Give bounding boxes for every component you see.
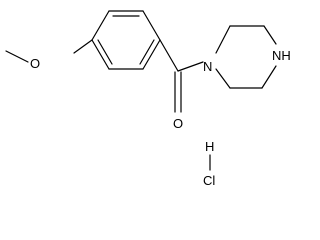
methoxy-oxygen-label: O <box>30 56 40 71</box>
benzene-ring <box>91 10 161 70</box>
ring-double-bond <box>139 39 155 65</box>
amide-nitrogen-label: N <box>203 59 212 74</box>
methoxy-group: O <box>5 39 93 71</box>
ring-bond <box>91 10 110 41</box>
piperazine-ring: N NH <box>203 25 291 89</box>
salt-hydrogen-label: H <box>205 139 214 154</box>
ring-bond <box>91 39 110 70</box>
hydrochloride-salt: H Cl <box>203 139 215 188</box>
ring-to-oxygen-bond <box>73 39 93 54</box>
ring-bond <box>142 10 161 41</box>
amine-nitrogen-label: NH <box>272 48 291 63</box>
carbonyl-group: O <box>159 39 204 131</box>
ring-to-carbonyl-bond <box>159 39 179 72</box>
salt-chlorine-label: Cl <box>203 173 215 188</box>
ring-bond <box>215 68 231 89</box>
carbonyl-to-nitrogen-bond <box>177 61 204 72</box>
ring-bond <box>261 65 277 89</box>
carbonyl-oxygen-label: O <box>173 116 183 131</box>
chemical-structure: O O N NH H Cl <box>5 10 291 188</box>
ring-bond <box>142 39 161 70</box>
oxygen-to-methyl-bond <box>5 50 29 63</box>
ring-double-bond <box>97 39 113 65</box>
ring-bond <box>263 25 277 45</box>
ring-bond <box>215 25 231 54</box>
